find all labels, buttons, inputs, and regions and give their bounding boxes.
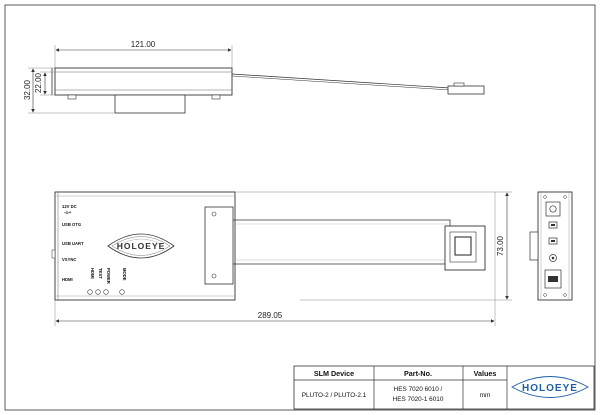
- dc-symbol-icon: -⊙+: [64, 210, 72, 215]
- title-block: SLM Device Part-No. Values PLUTO-2 / PLU…: [293, 365, 595, 410]
- dim-289: 289.05: [258, 311, 283, 320]
- led-hdmi: [87, 289, 93, 295]
- label-12v-dc: 12V DC: [62, 204, 77, 209]
- led-label-test: TEST: [98, 268, 103, 279]
- label-vsync: VSYNC: [62, 257, 76, 262]
- led-mode: [119, 289, 125, 295]
- dim-121: 121.00: [131, 40, 156, 49]
- top-bracket: [114, 94, 186, 114]
- connector-plate: [204, 206, 234, 285]
- top-view: 121.00 32.00 22.00: [23, 40, 485, 114]
- drawing-frame: [4, 4, 596, 411]
- cell-part-line2: HES 7020-1 6010: [393, 396, 444, 403]
- slm-head-top: [447, 85, 485, 95]
- led-row: HDMI TEST POWER MODE: [87, 268, 127, 295]
- cell-part-line1: HES 7020 6010 /: [394, 386, 443, 393]
- side-dc-jack-icon: [545, 201, 561, 217]
- label-hdmi: HDMI: [62, 277, 73, 282]
- cell-values: mm: [480, 392, 491, 399]
- side-bracket: [529, 231, 539, 261]
- header-slm-device: SLM Device: [314, 369, 354, 378]
- dim-22: 22.00: [34, 72, 43, 93]
- led-label-hdmi: HDMI: [90, 268, 95, 279]
- flex-cable-front: [233, 219, 451, 265]
- led-power: [103, 289, 109, 295]
- cell-device: PLUTO-2 / PLUTO-2.1: [302, 392, 367, 399]
- front-logo-text: HOLOEYE: [117, 241, 166, 251]
- header-values: Values: [474, 369, 497, 378]
- dim-73: 73.00: [496, 235, 505, 256]
- title-logo-text: HOLOEYE: [522, 383, 578, 394]
- led-label-power: POWER: [106, 268, 111, 284]
- holoeye-logo: HOLOEYE: [511, 376, 589, 398]
- ribbon-cable-top: [231, 73, 451, 89]
- header-part-no: Part-No.: [404, 369, 432, 378]
- led-label-mode: MODE: [122, 268, 127, 281]
- slm-display-icon: [454, 236, 472, 256]
- holoeye-logo-badge: HOLOEYE: [107, 233, 175, 259]
- led-test: [95, 289, 101, 295]
- side-view: [529, 191, 573, 301]
- label-usb-uart: USB UART: [62, 241, 84, 246]
- top-body: [54, 67, 233, 96]
- front-view: 12V DC -⊙+ USB OTG USB UART VSYNC HDMI H…: [51, 191, 512, 326]
- dim-32: 32.00: [23, 79, 32, 100]
- label-usb-otg: USB OTG: [62, 222, 81, 227]
